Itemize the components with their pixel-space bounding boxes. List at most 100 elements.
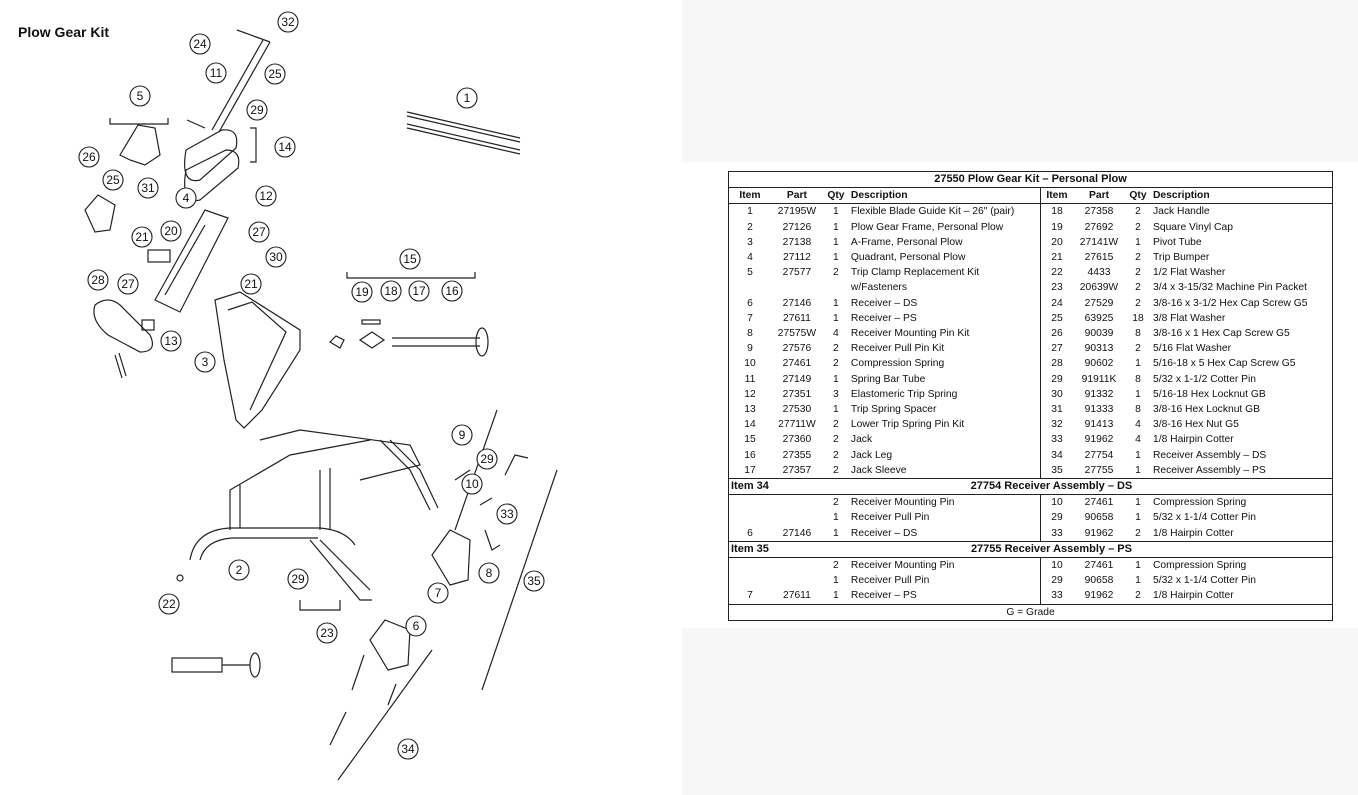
description: Jack Leg xyxy=(850,449,893,461)
part-number: 91413 xyxy=(1084,419,1114,431)
description: Jack xyxy=(850,434,873,446)
callout-bubble xyxy=(102,169,124,191)
callout-bubble xyxy=(129,85,151,107)
callout-group: 1234567891011121314151617181920212122232… xyxy=(78,11,545,760)
callout-number: 12 xyxy=(259,189,273,203)
callout-bubble xyxy=(380,280,402,302)
section-label: Item 35 xyxy=(728,540,771,559)
callout-number: 33 xyxy=(500,507,514,521)
callout-number: 23 xyxy=(320,626,334,640)
item-number: 14 xyxy=(744,419,756,431)
description: A-Frame, Personal Plow xyxy=(850,236,963,248)
description: 5/16-18 x 5 Hex Cap Screw G5 xyxy=(1152,358,1296,370)
part-number: 90039 xyxy=(1084,328,1114,340)
callout-number: 21 xyxy=(244,277,258,291)
col-item: Item xyxy=(1039,187,1073,205)
item-number: 20 xyxy=(1039,234,1073,251)
callout-bubble xyxy=(277,11,299,33)
quantity: 2 xyxy=(1135,267,1141,279)
part-number: 27529 xyxy=(1084,297,1114,309)
kit-title: 27550 Plow Gear Kit – Personal Plow xyxy=(728,171,1333,189)
description: 3/4 x 3-15/32 Machine Pin Packet xyxy=(1152,282,1307,294)
quantity: 2 xyxy=(1135,343,1141,355)
description: Trip Spring Spacer xyxy=(850,404,937,416)
quantity: 1 xyxy=(1135,560,1141,572)
quantity: 2 xyxy=(833,343,839,355)
callout-number: 4 xyxy=(183,191,190,205)
description: Jack Sleeve xyxy=(850,464,907,476)
callout-number: 27 xyxy=(121,277,135,291)
quantity: 4 xyxy=(1135,419,1141,431)
callout-bubble xyxy=(137,177,159,199)
description: 5/16 Flat Washer xyxy=(1152,343,1232,355)
item-number: 35 xyxy=(1039,462,1073,479)
quantity: 2 xyxy=(1135,590,1141,602)
callout-number: 20 xyxy=(164,224,178,238)
item-number xyxy=(729,280,771,295)
item-number: 5 xyxy=(747,267,753,279)
quantity: 2 xyxy=(833,267,839,279)
item-number: 4 xyxy=(747,252,753,264)
part-number: 27576 xyxy=(782,343,812,355)
description: 1/8 Hairpin Cotter xyxy=(1152,527,1234,539)
callout-bubble xyxy=(287,568,309,590)
item-number xyxy=(729,558,771,574)
callout-bubble xyxy=(427,582,449,604)
item-number xyxy=(729,495,771,511)
part-number: 90658 xyxy=(1084,575,1114,587)
callout-number: 27 xyxy=(252,225,266,239)
quantity: 1 xyxy=(833,512,839,524)
part-number: 20639W xyxy=(1079,282,1119,294)
part-number xyxy=(771,495,823,511)
callout-bubble xyxy=(246,99,268,121)
quantity: 1 xyxy=(1135,388,1141,400)
callout-bubble xyxy=(456,87,478,109)
callout-number: 18 xyxy=(384,284,398,298)
part-number: 27755 xyxy=(1084,464,1114,476)
callout-number: 7 xyxy=(435,586,442,600)
item-number: 29 xyxy=(1039,371,1073,387)
item-number: 10 xyxy=(1039,494,1073,511)
part-number: 91333 xyxy=(1084,404,1114,416)
part-number: 27575W xyxy=(777,328,817,340)
callout-number: 13 xyxy=(164,334,178,348)
description: 3/8-16 Hex Locknut GB xyxy=(1152,404,1261,416)
description: Trip Bumper xyxy=(1152,252,1210,264)
item-number: 7 xyxy=(747,590,753,602)
description: Trip Clamp Replacement Kit xyxy=(850,267,980,279)
part-number xyxy=(771,558,823,574)
quantity: 2 xyxy=(1135,282,1141,294)
quantity: 2 xyxy=(1135,527,1141,539)
callout-bubble xyxy=(117,273,139,295)
callout-number: 9 xyxy=(459,428,466,442)
callout-number: 15 xyxy=(403,252,417,266)
description: Receiver Pull Pin xyxy=(850,575,930,587)
description: Receiver Mounting Pin xyxy=(850,560,955,572)
callout-number: 10 xyxy=(465,477,479,491)
callout-number: 1 xyxy=(464,91,471,105)
col-part: Part xyxy=(770,187,823,205)
part-number: 27195W xyxy=(777,206,817,218)
callout-number: 6 xyxy=(413,619,420,633)
callout-bubble xyxy=(316,622,338,644)
part-number: 27754 xyxy=(1084,449,1114,461)
callout-bubble xyxy=(255,185,277,207)
part-number: 27355 xyxy=(782,449,812,461)
part-number: 91962 xyxy=(1084,434,1114,446)
callout-number: 29 xyxy=(480,452,494,466)
callout-bubble xyxy=(496,503,518,525)
quantity: 2 xyxy=(833,449,839,461)
description: Flexible Blade Guide Kit – 26" (pair) xyxy=(850,206,1015,218)
callout-bubble xyxy=(351,281,373,303)
section-title: 27754 Receiver Assembly – DS xyxy=(770,478,1333,496)
description: Compression Spring xyxy=(1152,560,1247,572)
description: 3/8-16 x 3-1/2 Hex Cap Screw G5 xyxy=(1152,297,1308,309)
item-number: 3 xyxy=(747,236,753,248)
